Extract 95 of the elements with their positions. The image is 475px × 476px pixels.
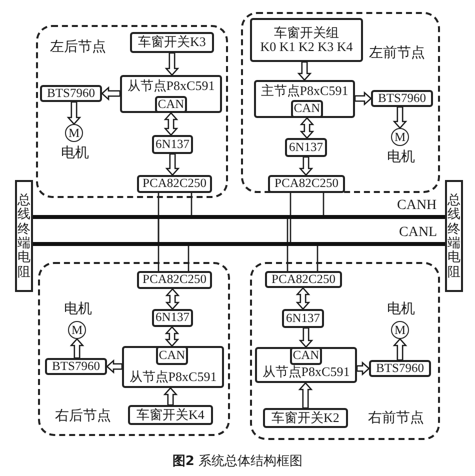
optocoupler-box bbox=[152, 309, 193, 327]
transceiver-box bbox=[265, 271, 342, 288]
node-label: 6N137 bbox=[286, 312, 320, 326]
node-label: M bbox=[71, 324, 83, 336]
hollow-arrow bbox=[101, 86, 121, 101]
figure-caption: 图2 系统总体结构框图 bbox=[172, 454, 303, 469]
node-label: 6N137 bbox=[155, 138, 190, 152]
node-group-frame bbox=[241, 12, 440, 193]
transceiver-box bbox=[137, 175, 212, 193]
node-label: CAN bbox=[294, 102, 320, 116]
group-title: 左后节点 bbox=[50, 38, 106, 56]
node-label: PCA82C250 bbox=[272, 272, 336, 286]
node-group-frame bbox=[36, 25, 228, 198]
hollow-arrow bbox=[164, 112, 178, 136]
node-label: PCA82C250 bbox=[142, 177, 206, 191]
hollow-arrow bbox=[354, 91, 372, 106]
hollow-arrow bbox=[300, 117, 314, 139]
group-title: 左前节点 bbox=[369, 44, 425, 62]
driver-box bbox=[369, 360, 431, 377]
bus-tap-line bbox=[188, 246, 190, 271]
hollow-arrow bbox=[164, 326, 180, 347]
node-label: 车窗开关组 bbox=[274, 26, 339, 40]
node-label: 从节点P8xC591 bbox=[129, 370, 217, 384]
hollow-arrow bbox=[296, 287, 310, 310]
node-label: 主节点P8xC591 bbox=[260, 84, 348, 98]
node-label: 6N137 bbox=[288, 140, 324, 154]
node-label: 总线终端电阻 bbox=[448, 193, 460, 279]
hollow-arrow bbox=[298, 156, 314, 176]
bus-tap-line bbox=[190, 193, 192, 215]
hollow-arrow bbox=[66, 101, 82, 125]
terminator-box bbox=[15, 180, 33, 292]
hollow-arrow bbox=[106, 359, 123, 374]
switch-box bbox=[130, 32, 214, 53]
node-label: CAN bbox=[158, 98, 184, 112]
hollow-arrow bbox=[70, 338, 84, 359]
node-label: K0 K1 K2 K3 K4 bbox=[260, 40, 353, 54]
switch-box bbox=[263, 408, 348, 428]
bus-tap-line bbox=[286, 219, 288, 271]
driver-box bbox=[45, 358, 107, 375]
bus-tap-line bbox=[290, 193, 292, 242]
controller-box bbox=[120, 75, 222, 113]
node-group-frame bbox=[250, 262, 440, 440]
hollow-arrow bbox=[298, 327, 314, 348]
node-label: 车窗开关K4 bbox=[136, 408, 204, 422]
terminator-box bbox=[445, 180, 463, 292]
driver-box bbox=[40, 85, 102, 102]
bus-tap-line bbox=[158, 219, 160, 271]
node-label: M bbox=[394, 324, 406, 336]
node-label: BTS7960 bbox=[378, 92, 426, 106]
node-label: PCA82C250 bbox=[274, 177, 338, 191]
controller-box bbox=[255, 347, 357, 383]
signal-label: CANL bbox=[399, 225, 438, 240]
motor-label: 电机 bbox=[61, 146, 89, 162]
optocoupler-box bbox=[285, 138, 327, 157]
switch-group-box bbox=[250, 18, 363, 62]
optocoupler-box bbox=[152, 135, 193, 154]
controller-box bbox=[254, 80, 355, 118]
bus-tap-line bbox=[316, 246, 318, 271]
node-label: PCA82C250 bbox=[142, 273, 206, 287]
controller-box bbox=[122, 346, 224, 388]
node-label: 车窗开关K3 bbox=[138, 35, 206, 50]
transceiver-box bbox=[268, 175, 345, 193]
hollow-arrow bbox=[392, 106, 408, 129]
bus-tap-line bbox=[322, 193, 324, 215]
motor-label: 电机 bbox=[387, 302, 415, 318]
motor-label: 电机 bbox=[387, 150, 415, 166]
node-label: 从节点P8xC591 bbox=[262, 364, 350, 379]
group-title: 右后节点 bbox=[55, 408, 111, 425]
hollow-arrow bbox=[297, 61, 312, 81]
transceiver-box bbox=[137, 271, 212, 289]
node-label: BTS7960 bbox=[376, 362, 424, 376]
motor-label: 电机 bbox=[64, 302, 92, 318]
hollow-arrow bbox=[356, 361, 370, 376]
hollow-arrow bbox=[392, 338, 408, 361]
group-title: 右前节点 bbox=[368, 410, 424, 427]
node-label: BTS7960 bbox=[52, 360, 100, 374]
signal-label: CANH bbox=[397, 198, 437, 214]
node-label: BTS7960 bbox=[47, 86, 95, 100]
node-label: 从节点P8xC591 bbox=[127, 79, 215, 94]
hollow-arrow bbox=[298, 382, 313, 409]
node-label: M bbox=[394, 130, 406, 144]
hollow-arrow bbox=[165, 288, 180, 310]
hollow-arrow bbox=[164, 52, 180, 76]
node-label: 总线终端电阻 bbox=[18, 193, 30, 279]
node-group-frame bbox=[38, 262, 230, 436]
node-label: CAN bbox=[158, 348, 186, 362]
node-label: 6N137 bbox=[155, 311, 190, 325]
hollow-arrow bbox=[165, 153, 180, 176]
node-label: M bbox=[68, 126, 80, 140]
node-label: CAN bbox=[292, 349, 320, 363]
hollow-arrow bbox=[163, 387, 178, 406]
node-label: 车窗开关K2 bbox=[272, 410, 340, 426]
switch-box bbox=[128, 405, 213, 425]
optocoupler-box bbox=[282, 309, 324, 328]
driver-box bbox=[371, 90, 433, 107]
